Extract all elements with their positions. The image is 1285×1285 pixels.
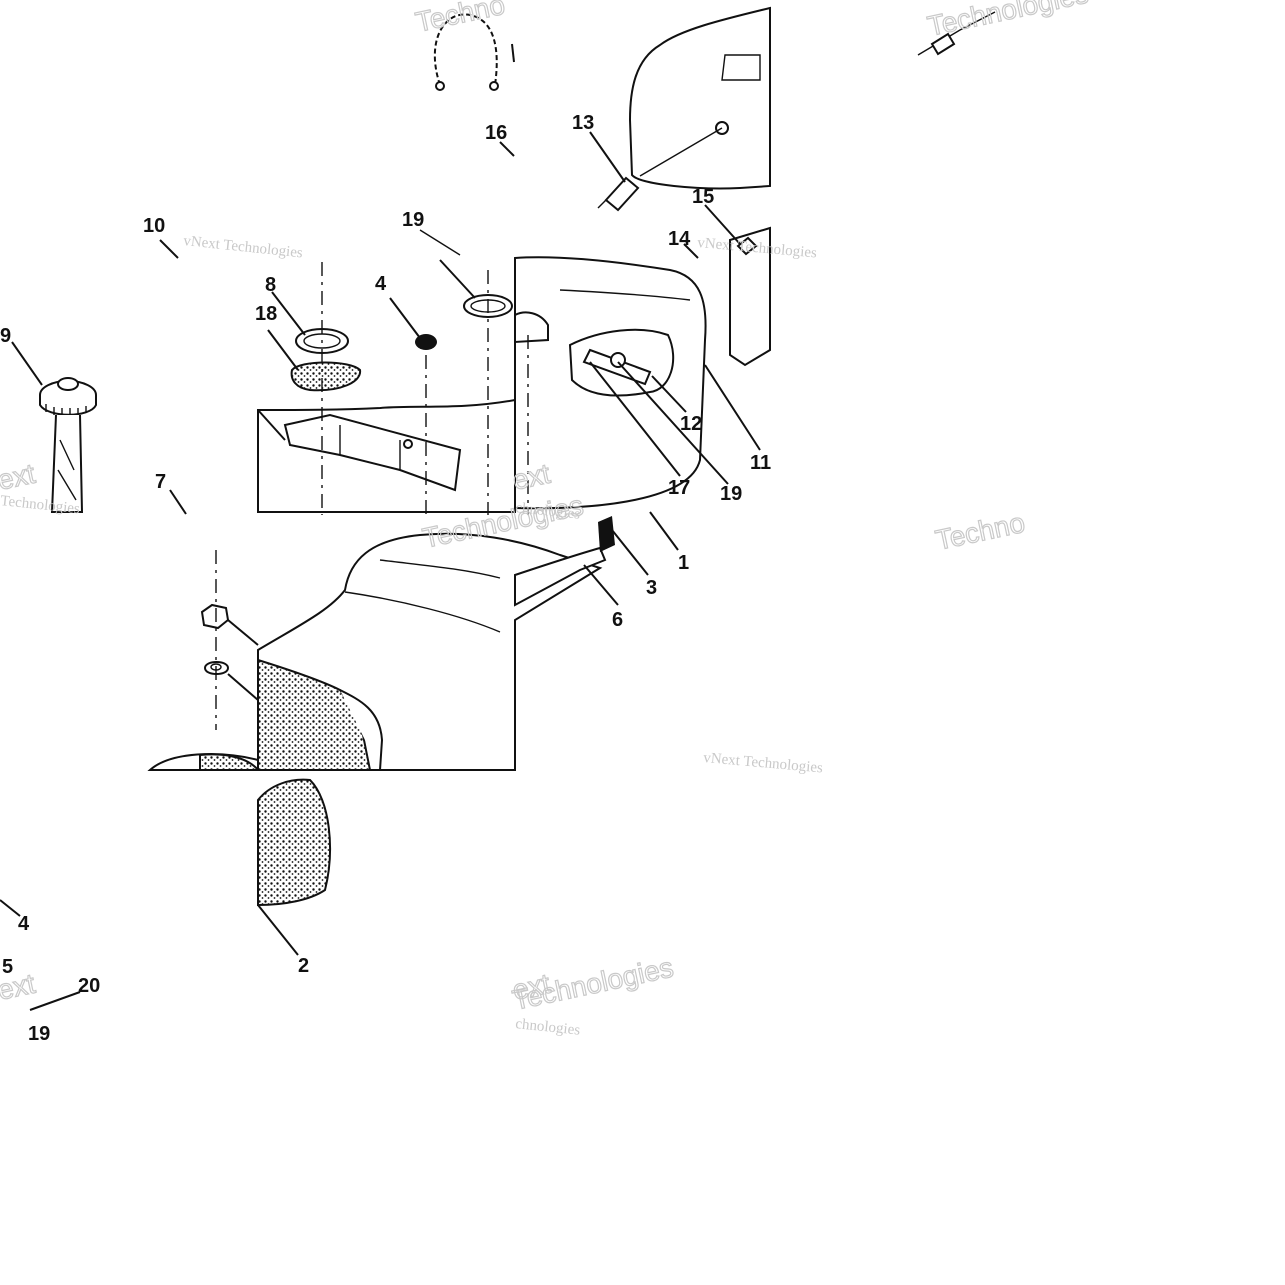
callout-6: 6	[612, 609, 623, 631]
callout-3: 3	[646, 577, 657, 599]
callout-19c: 19	[28, 1023, 50, 1045]
callout-1: 1	[678, 552, 689, 574]
watermark-fragment: chnologies	[515, 500, 581, 523]
callout-13: 13	[572, 112, 594, 134]
tank-bracket	[729, 226, 771, 367]
part-top-right	[917, 11, 996, 56]
callout-2: 2	[298, 955, 309, 977]
watermark-fragment: ext	[0, 458, 38, 496]
callout-11: 11	[750, 452, 771, 474]
watermark-fragment: Technologies	[925, 0, 1091, 42]
callout-17: 17	[668, 477, 690, 499]
callout-4b: 4	[18, 913, 30, 935]
callout-7: 7	[155, 471, 166, 493]
fitting-15	[736, 236, 758, 256]
callout-19: 19	[402, 209, 424, 231]
watermarks: vNext Technologies vNext Technologies vN…	[0, 0, 1092, 1039]
callout-labels: 1 2 3 4 4 5 6 7 8 9 10 11 12 13 14 15 16…	[0, 112, 771, 1045]
callout-9: 9	[0, 325, 11, 347]
side-cover	[628, 6, 771, 190]
seat-latch-area	[257, 294, 516, 513]
watermark-brand: vNext Technologies	[703, 750, 824, 776]
wire-harness	[433, 13, 499, 91]
callout-16: 16	[485, 122, 507, 144]
leader-lines	[0, 43, 761, 1011]
watermark-fragment: Techno	[413, 0, 508, 38]
centerlines	[215, 262, 529, 730]
callout-14: 14	[668, 228, 691, 250]
watermark-fragment: chnologies	[515, 1016, 581, 1039]
watermark-fragment: ext	[0, 968, 38, 1006]
watermark-fragment: Techno	[933, 507, 1028, 556]
callout-12: 12	[680, 413, 702, 435]
callout-10: 10	[143, 215, 165, 237]
callout-20: 20	[78, 975, 100, 997]
callout-18: 18	[255, 303, 277, 325]
callout-19b: 19	[720, 483, 742, 505]
callout-8: 8	[265, 274, 276, 296]
seat	[257, 516, 615, 771]
callout-4: 4	[375, 273, 387, 295]
callout-5: 5	[2, 956, 13, 978]
fuel-cap	[39, 377, 97, 513]
bolt-13	[597, 176, 640, 212]
callout-15: 15	[692, 186, 714, 208]
watermark-brand: vNext Technologies	[183, 233, 304, 261]
seat-rear-pad	[147, 753, 331, 907]
nuts-washers	[200, 603, 230, 675]
fuel-tank	[514, 256, 707, 510]
